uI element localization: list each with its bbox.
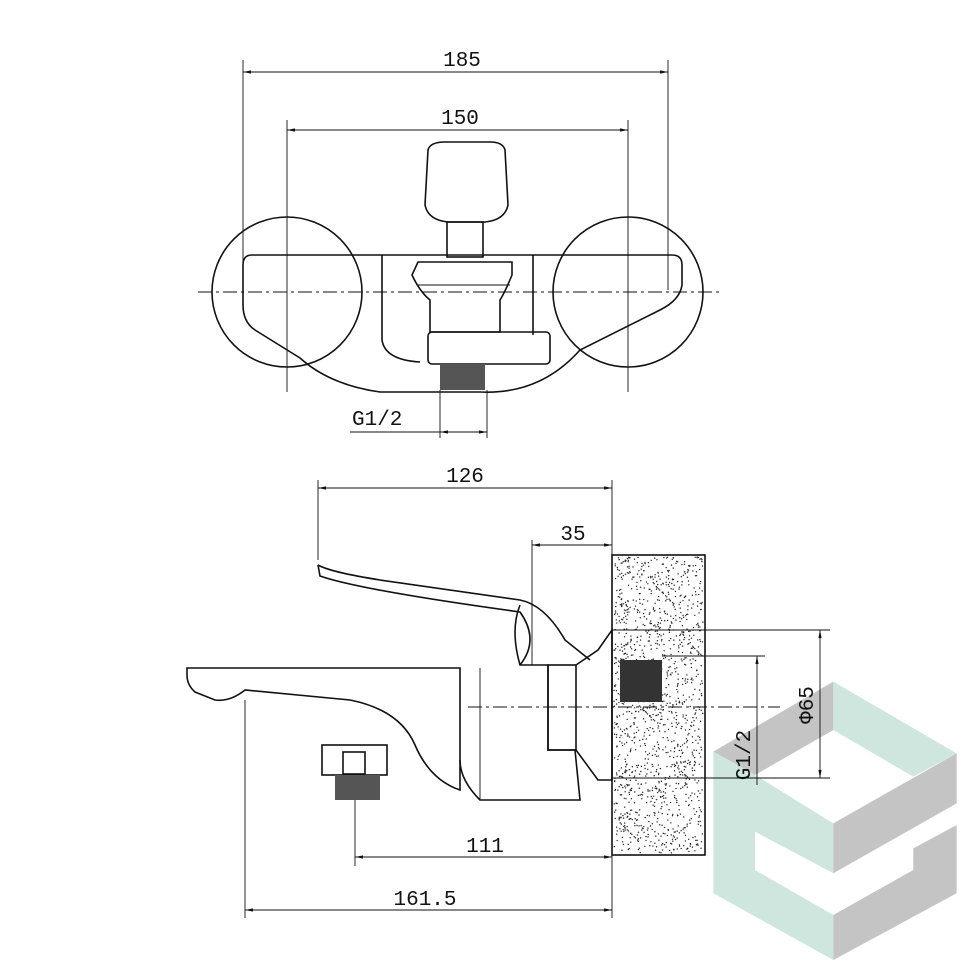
front-view [198,60,722,438]
dim-outlet-to-wall: 111 [466,836,504,859]
dim-spout-to-wall: 161.5 [393,889,456,912]
dim-handle-length: 126 [446,466,484,489]
watermark-logo [713,681,957,960]
dim-flange-diameter: Φ65 [797,686,820,724]
dim-overall-width: 185 [443,50,481,73]
dim-center-distance: 150 [441,108,479,131]
wall-section [611,554,706,856]
side-view [186,480,830,918]
dim-inlet-thread: G1/2 [734,730,757,780]
dim-outlet-thread: G1/2 [352,409,402,432]
dim-handle-offset: 35 [560,524,585,547]
